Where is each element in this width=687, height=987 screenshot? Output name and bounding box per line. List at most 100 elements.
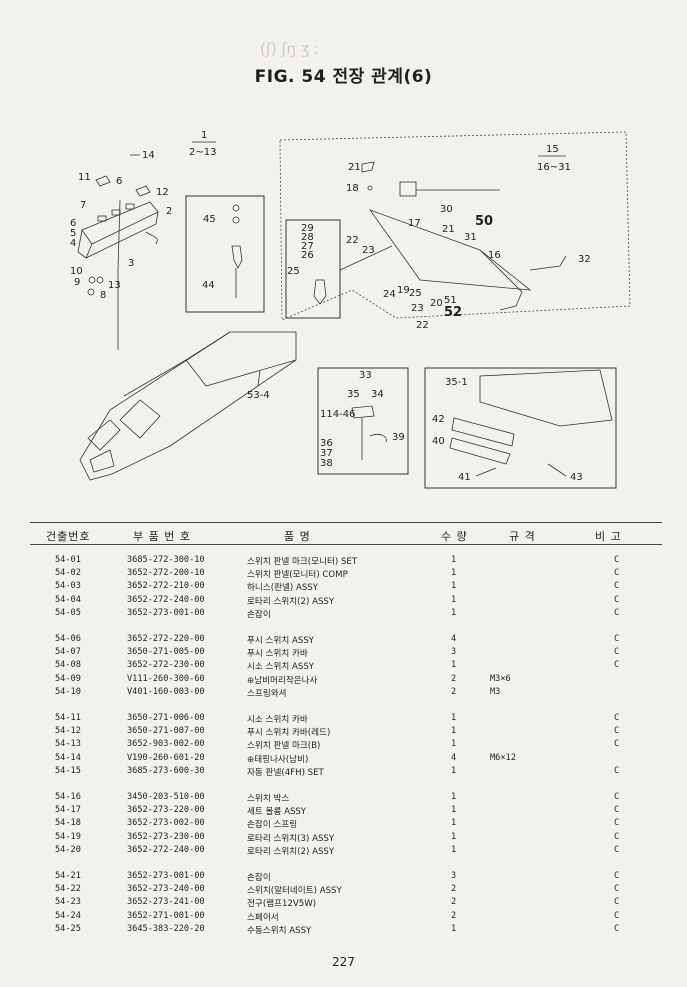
- label-9: 9: [74, 277, 80, 288]
- remark: C: [614, 739, 620, 750]
- label-19: 19: [397, 285, 410, 296]
- label-36: 36: [320, 438, 333, 449]
- bleed-through-text: (ʃ) ʃŋ ʒ ː: [260, 40, 320, 58]
- part-name: 로타리 스위치(3) ASSY: [247, 833, 335, 844]
- label-42: 42: [432, 414, 445, 425]
- remark: C: [614, 634, 620, 644]
- part-number: 3650-271-006-00: [127, 713, 205, 723]
- page-number: 227: [332, 955, 355, 969]
- part-name: 자동 판넬(4FH) SET: [247, 767, 324, 778]
- part-name: ⊕태핑나사(남비): [247, 754, 309, 765]
- item-number: 54-20: [55, 844, 81, 855]
- item-number: 54-12: [55, 726, 81, 737]
- part-name: 로타리 스위치(2) ASSY: [247, 596, 335, 607]
- inset-box-33-39: 33 35 34 114-46 36 37 38 39: [317, 367, 409, 475]
- part-number: 3652-272-200-10: [127, 568, 205, 579]
- part-number: 3652-272-240-00: [127, 844, 205, 855]
- specification: M6×12: [490, 752, 516, 763]
- remark: C: [614, 871, 620, 881]
- item-number: 54-11: [55, 713, 81, 723]
- col-header-spec: 규 격: [509, 530, 536, 543]
- label-7: 7: [80, 200, 86, 211]
- quantity: 2: [451, 686, 457, 697]
- remark: C: [614, 581, 620, 592]
- label-16: 16: [488, 250, 501, 261]
- label-50: 50: [475, 214, 493, 229]
- page-title: FIG. 54 전장 관계(6): [254, 67, 433, 87]
- part-number: 3652-273-240-00: [127, 884, 205, 895]
- inset-box-35-43: 35-1 42 40 41 43: [424, 367, 617, 489]
- item-number: 54-16: [55, 792, 81, 802]
- remark: C: [614, 818, 620, 829]
- label-13: 13: [108, 280, 121, 291]
- part-name: 푸시 스위치 카바(레드): [247, 728, 331, 739]
- quantity: 1: [451, 792, 457, 802]
- part-name: 로타리 스위치(2) ASSY: [247, 846, 335, 857]
- item-number: 54-07: [55, 647, 81, 658]
- item-number: 54-18: [55, 818, 81, 829]
- item-number: 54-14: [55, 752, 81, 763]
- label-45: 45: [203, 214, 216, 225]
- item-number: 54-04: [55, 594, 81, 605]
- col-header-part-no: 부 품 번 호: [133, 530, 191, 543]
- item-number: 54-13: [55, 739, 81, 750]
- label-2-13: 2~13: [189, 147, 216, 158]
- label-22: 22: [346, 235, 359, 246]
- remark: C: [614, 831, 620, 842]
- item-number: 54-17: [55, 805, 81, 816]
- label-37: 37: [320, 448, 333, 459]
- label-35-1: 35-1: [445, 377, 468, 388]
- item-number: 54-06: [55, 634, 81, 644]
- label-25b: 25: [409, 288, 422, 299]
- quantity: 1: [451, 923, 457, 934]
- quantity: 1: [451, 831, 457, 842]
- quantity: 2: [451, 673, 457, 684]
- part-name: 수동스위치 ASSY: [247, 925, 312, 936]
- label-44: 44: [202, 280, 215, 291]
- part-name: 스페이서: [247, 912, 279, 923]
- item-number: 54-24: [55, 910, 81, 921]
- part-name: 스위치 판넬(모니터) COMP: [247, 570, 348, 581]
- col-header-no: 건출번호: [46, 530, 91, 543]
- remark: C: [614, 555, 620, 565]
- remark: C: [614, 792, 620, 802]
- part-name: 스위치 판넬 마크(B): [247, 741, 321, 752]
- part-name: 손잡이: [247, 873, 271, 883]
- specification: M3: [490, 686, 501, 697]
- part-number: 3652-273-002-00: [127, 818, 205, 829]
- label-32: 32: [578, 254, 591, 265]
- part-number: 3652-272-240-00: [127, 594, 205, 605]
- remark: C: [614, 660, 620, 671]
- part-number: 3450-203-510-00: [127, 792, 205, 802]
- part-number: 3652-271-001-00: [127, 910, 205, 921]
- label-23b: 23: [411, 303, 424, 314]
- part-number: 3652-903-002-00: [127, 739, 205, 750]
- item-number: 54-03: [55, 581, 81, 592]
- label-6b: 6: [70, 218, 76, 229]
- label-33: 33: [359, 370, 372, 381]
- part-name: ⊕남비머리작은나사: [247, 675, 318, 686]
- col-header-remark: 비 고: [595, 530, 622, 543]
- remark: C: [614, 805, 620, 816]
- remark: C: [614, 607, 620, 618]
- label-14: 14: [142, 150, 155, 161]
- remark: C: [614, 897, 620, 908]
- part-number: 3652-272-220-00: [127, 634, 205, 644]
- label-12: 12: [156, 187, 169, 198]
- part-number: V190-260-601-20: [127, 752, 205, 763]
- remark: C: [614, 844, 620, 855]
- quantity: 3: [451, 647, 457, 658]
- part-name: 스프링와셔: [247, 688, 287, 699]
